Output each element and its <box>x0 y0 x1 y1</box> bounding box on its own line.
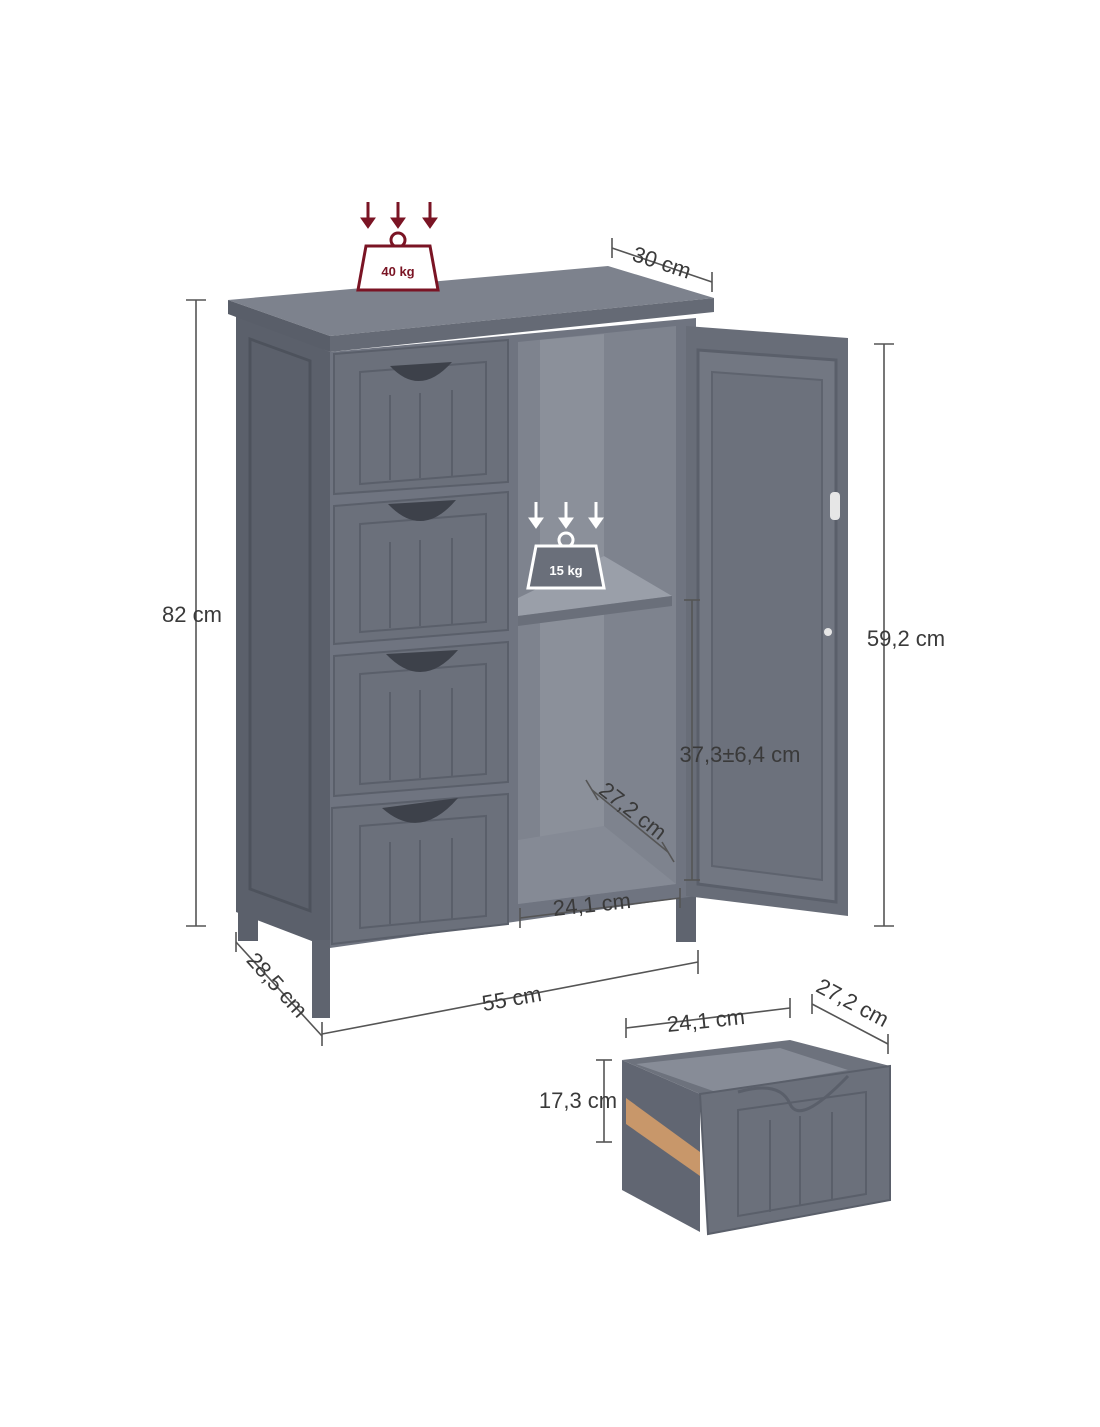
dim-door-height: 59,2 cm <box>867 626 945 651</box>
dimension-lines <box>186 238 894 1143</box>
drawer-2 <box>333 490 509 646</box>
drawer-3 <box>333 640 509 798</box>
down-arrow-icon <box>360 202 438 229</box>
compartment-floor <box>518 826 676 904</box>
weight-icon <box>356 231 440 292</box>
dim-depth-base: 28,5 cm <box>242 948 313 1023</box>
load-top-value: 40 kg <box>381 264 414 279</box>
cabinet-door <box>686 326 848 916</box>
weight-icon <box>526 531 606 590</box>
drawer-dim-width: 24,1 cm <box>666 1004 746 1037</box>
shelf-edge <box>518 596 672 626</box>
door-hinge-catch <box>830 492 840 520</box>
leg-front-right <box>676 896 696 942</box>
drawer-3-handle-cutout <box>386 650 458 673</box>
leg-front-left <box>312 940 330 1018</box>
loose-drawer <box>622 1040 891 1236</box>
drawer-2-handle-cutout <box>388 500 456 522</box>
drawer-1 <box>333 338 509 496</box>
drawer-stack <box>331 338 509 946</box>
cabinet <box>228 266 848 1018</box>
side-panel-frame <box>248 336 312 913</box>
drawer-dim-height: 17,3 cm <box>539 1088 617 1113</box>
dim-shelf-height: 37,3±6,4 cm <box>680 742 801 767</box>
cabinet-top-front-edge <box>330 298 714 352</box>
cabinet-top-edge <box>228 300 330 352</box>
leg-back-left <box>238 905 258 941</box>
down-arrow-icon <box>528 502 604 529</box>
drawer-4 <box>331 792 509 946</box>
cabinet-top <box>228 266 714 336</box>
load-shelf-value: 15 kg <box>549 563 582 578</box>
drawer-box-inside <box>636 1048 848 1092</box>
drawer-wood-runner <box>626 1098 700 1176</box>
dim-height-total: 82 cm <box>162 602 222 627</box>
drawer-box-front <box>698 1064 891 1236</box>
cabinet-left-side <box>236 312 330 948</box>
load-shelf-badge: 15 kg <box>526 502 606 590</box>
door-magnet <box>824 628 832 636</box>
drawer-4-handle-cutout <box>382 798 458 823</box>
drawer-dim-depth: 27,2 cm <box>812 973 893 1032</box>
dim-width-total: 55 cm <box>480 981 543 1016</box>
drawer-1-handle-cutout <box>390 362 452 382</box>
load-top-badge: 40 kg <box>356 202 440 292</box>
